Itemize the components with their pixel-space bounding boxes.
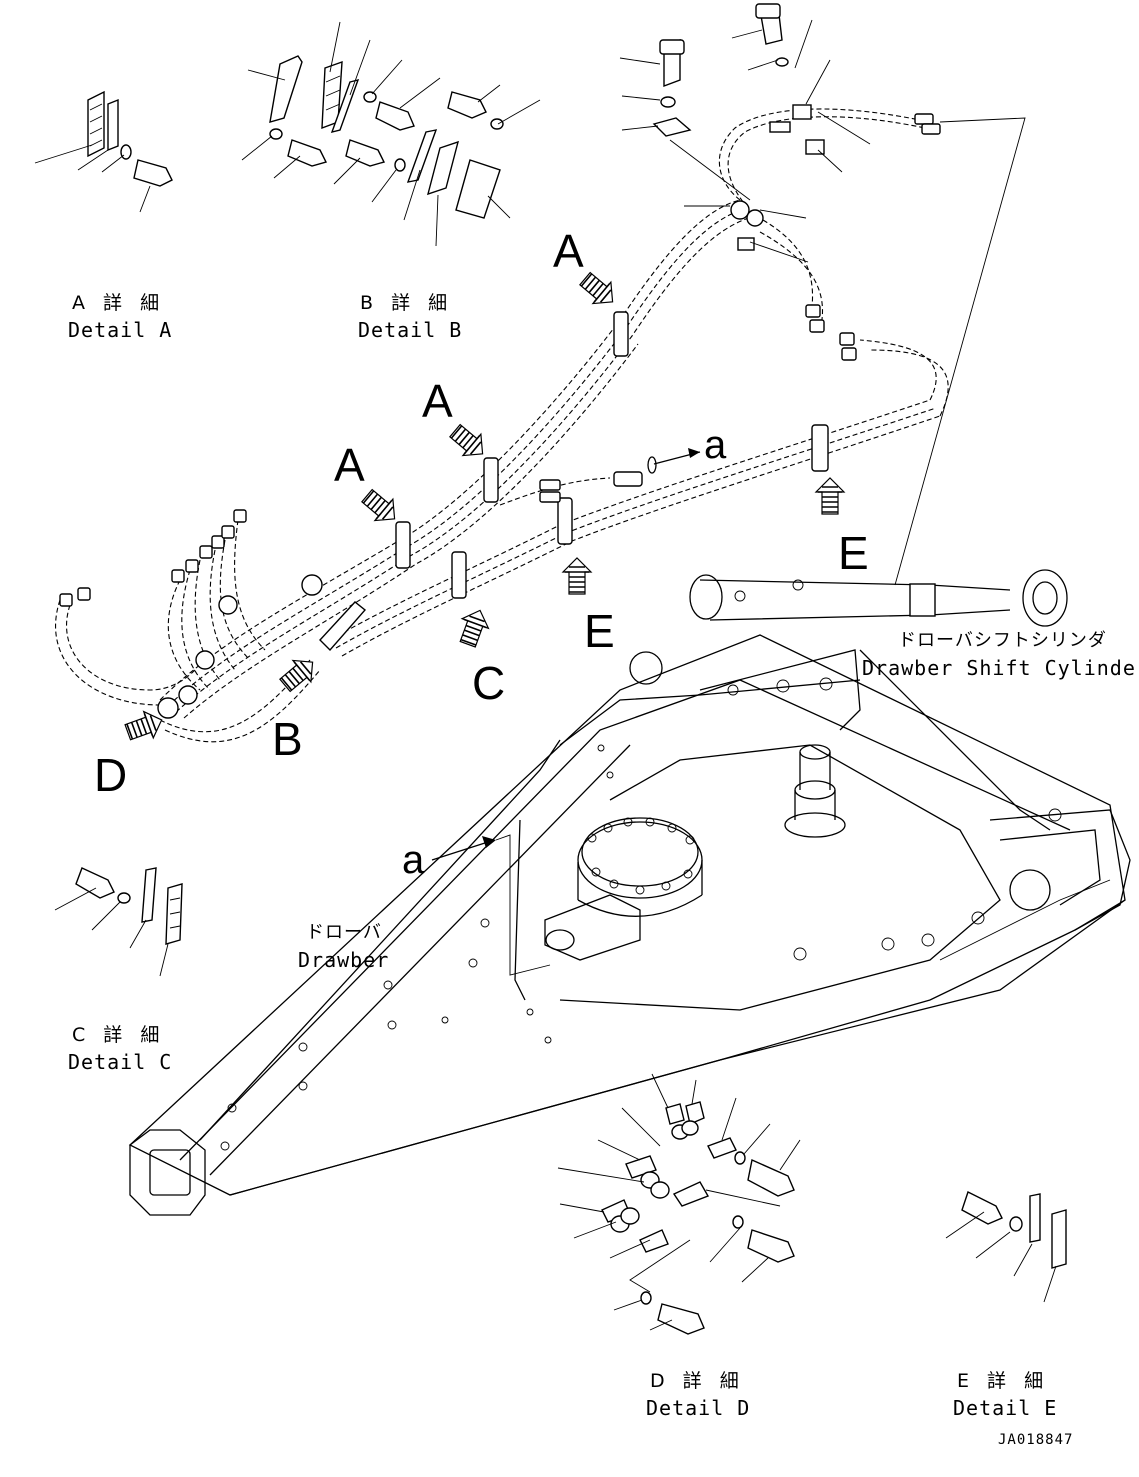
detail-c-title-jp: C 詳 細 [72, 1024, 166, 1046]
callout-arrows [124, 271, 846, 741]
detail-a-title-jp: A 詳 細 [72, 292, 166, 314]
callout-c: C [472, 657, 506, 709]
drawbar-frame [128, 634, 1131, 1216]
drawbar-label-jp: ドローバ [306, 922, 382, 943]
callout-a-1: A [553, 225, 584, 277]
detail-b-parts [241, 21, 541, 247]
top-right-parts [619, 3, 871, 263]
detail-a-parts [34, 90, 173, 213]
detail-d-title: Detail D [646, 1396, 751, 1420]
hose-fittings [59, 113, 941, 607]
drawing-id: JA018847 [998, 1432, 1074, 1448]
callout-d: D [94, 749, 128, 801]
detail-d-parts [557, 1073, 801, 1335]
detail-e-title: Detail E [953, 1396, 1058, 1420]
callout-a-lower-top: a [704, 423, 727, 467]
shift-cylinder-label-jp: ドローバシフトシリンダ [898, 630, 1107, 651]
detail-c-parts [54, 867, 183, 977]
shift-cylinder-label: Drawber Shift Cylinder [862, 656, 1139, 680]
detail-b-title: Detail B [358, 318, 463, 342]
detail-b-title-jp: B 詳 細 [360, 292, 454, 314]
drawbar-label: Drawber [298, 948, 390, 972]
callout-e-1: E [584, 605, 615, 657]
detail-e-title-jp: E 詳 細 [957, 1370, 1050, 1392]
detail-a-title: Detail A [68, 318, 173, 342]
callout-e-2: E [838, 527, 869, 579]
drawbar-shift-cylinder [689, 569, 1068, 627]
callout-a-2: A [422, 375, 453, 427]
callout-b: B [272, 713, 303, 765]
callout-a-lower-left: a [402, 838, 425, 882]
clamp-group [157, 104, 829, 719]
callout-a-3: A [334, 439, 365, 491]
detail-e-parts [945, 1191, 1067, 1303]
detail-d-title-jp: D 詳 細 [650, 1370, 745, 1392]
arrow-a-left [431, 841, 489, 861]
detail-c-title: Detail C [68, 1050, 173, 1074]
